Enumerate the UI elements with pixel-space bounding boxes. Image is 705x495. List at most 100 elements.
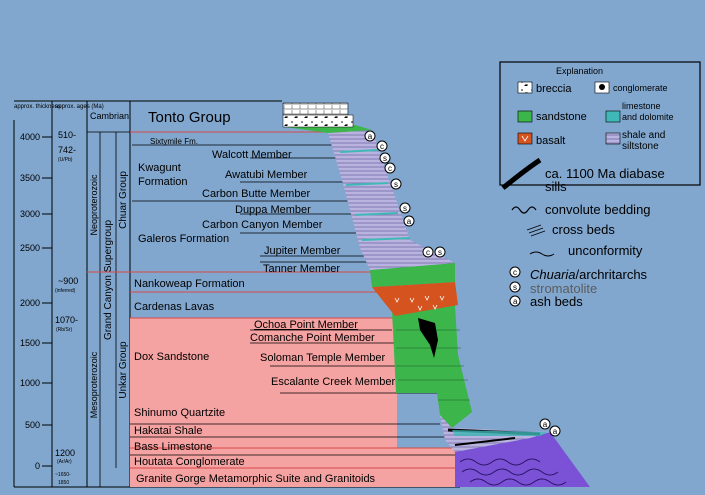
svg-text:c: c [388, 164, 392, 173]
legend-chuaria-sym: c [513, 268, 517, 277]
unconformity-swatch [529, 251, 555, 257]
tick-500: 500 [25, 420, 40, 430]
label-hakatai: Hakatai Shale [134, 425, 203, 437]
strom-symbol-4: s [434, 246, 446, 258]
grand-canyon-supergroup: Grand Canyon Supergroup [103, 220, 114, 341]
header-thickness: approx. thickness [14, 104, 61, 110]
svg-text:a: a [407, 217, 412, 226]
label-kwagunt: Kwagunt [138, 162, 181, 174]
age-1200-method: (Ar/Ar) [57, 459, 72, 465]
label-cardenas: Cardenas Lavas [134, 301, 215, 313]
member-leader-lines [130, 144, 455, 456]
legend-cross: cross beds [552, 222, 615, 237]
chuar-shale [328, 130, 455, 270]
chuaria-symbol-3: c [422, 246, 434, 258]
label-tonto-group: Tonto Group [148, 109, 231, 126]
label-ochoa: Ochoa Point Member [254, 319, 358, 331]
label-walcott: Walcott Member [212, 149, 292, 161]
svg-text:s: s [438, 248, 442, 257]
svg-text:s: s [383, 154, 387, 163]
label-shinumo: Shinumo Quartzite [134, 407, 225, 419]
stromatolite-legend-circle [509, 281, 521, 293]
tick-2500: 2500 [20, 243, 40, 253]
age-900-note: (inferred) [55, 288, 76, 294]
basalt-swatch [517, 132, 533, 145]
legend-stromatolite: stromatolite [530, 281, 597, 296]
tick-2000: 2000 [20, 298, 40, 308]
diabase-sill [418, 318, 438, 358]
age-1200: 1200 [55, 448, 75, 458]
era-neoproterozoic: Neoproterozoic [89, 174, 99, 236]
legend-chuaria: Chuaria/archritarchs [530, 267, 648, 282]
column-symbols: a c s c s s a c s a a [364, 130, 561, 437]
nankoweap-unit [370, 263, 455, 287]
svg-text:c: c [380, 142, 384, 151]
strom-symbol-1: s [379, 152, 391, 164]
sandstone-swatch [517, 110, 533, 123]
svg-text:c: c [426, 248, 430, 257]
legend-ash: ash beds [530, 294, 583, 309]
label-dox: Dox Sandstone [134, 351, 209, 363]
cross-bed-swatch [526, 224, 546, 237]
label-sixtymile: Sixtymile Fm. [150, 137, 198, 146]
age-742: 742- [58, 145, 76, 155]
unit-labels: Tonto Group Sixtymile Fm. Kwagunt Format… [134, 109, 395, 485]
chuaria-symbol-2: c [384, 162, 396, 174]
sandstone-unit [392, 305, 472, 428]
svg-text:a: a [543, 420, 548, 429]
age-1850: 1850 [58, 480, 69, 486]
diabase-swatch [501, 157, 542, 190]
legend-sandstone: sandstone [536, 111, 587, 123]
legend-ash-sym: a [513, 297, 518, 306]
legend-box [499, 61, 701, 186]
age-900: ~900 [58, 276, 78, 286]
strom-symbol-2: s [390, 178, 402, 190]
tonto-breccia [282, 114, 354, 128]
label-tanner: Tanner Member [263, 263, 340, 275]
ash-legend-circle [509, 295, 521, 307]
label-escalante: Escalante Creek Member [271, 376, 395, 388]
age-1650: ~1650- [55, 472, 71, 478]
tick-3500: 3500 [20, 173, 40, 183]
svg-text:s: s [403, 204, 407, 213]
label-jupiter: Jupiter Member [264, 245, 341, 257]
tick-3000: 3000 [20, 209, 40, 219]
age-742-method: (U/Pb) [58, 157, 73, 163]
chuar-group: Chuar Group [118, 171, 129, 229]
shale-swatch [605, 132, 621, 145]
chuaria-legend-circle [509, 266, 521, 278]
label-carbon-canyon: Carbon Canyon Member [202, 219, 323, 231]
legend-breccia: breccia [536, 83, 572, 95]
chuaria-symbol-1: c [376, 140, 388, 152]
label-duppa: Duppa Member [235, 204, 311, 216]
unkar-group: Unkar Group [118, 341, 129, 399]
legend-convolute: convolute bedding [545, 202, 651, 217]
tonto-top [282, 102, 349, 116]
limestone-swatch [605, 110, 621, 123]
thickness-ticks [42, 136, 52, 467]
svg-text:s: s [394, 180, 398, 189]
legend: Explanation breccia conglomerate sandsto… [499, 61, 701, 309]
tick-4000: 4000 [20, 132, 40, 142]
legend-title: Explanation [556, 66, 603, 76]
age-labels: 510- 742- (U/Pb) ~900 (inferred) 1070- (… [55, 130, 78, 486]
label-kwagunt-formation: Formation [138, 176, 188, 188]
ash-symbol-2: a [403, 215, 415, 227]
label-houtata: Houtata Conglomerate [134, 456, 245, 468]
svg-text:a: a [368, 132, 373, 141]
label-comanche: Comanche Point Member [250, 332, 375, 344]
dox-band [130, 318, 397, 448]
label-soloman: Soloman Temple Member [260, 352, 385, 364]
ash-symbol-4: a [549, 425, 561, 437]
legend-strom-sym: s [513, 283, 517, 292]
header-ages: approx. ages (Ma) [55, 104, 104, 110]
age-510: 510- [58, 130, 76, 140]
legend-unconformity: unconformity [568, 243, 643, 258]
strom-symbol-3: s [399, 202, 411, 214]
unit-boundaries [87, 131, 460, 469]
label-granite: Granite Gorge Metamorphic Suite and Gran… [136, 473, 376, 485]
age-1070-method: (Rb/Sr) [56, 327, 72, 333]
